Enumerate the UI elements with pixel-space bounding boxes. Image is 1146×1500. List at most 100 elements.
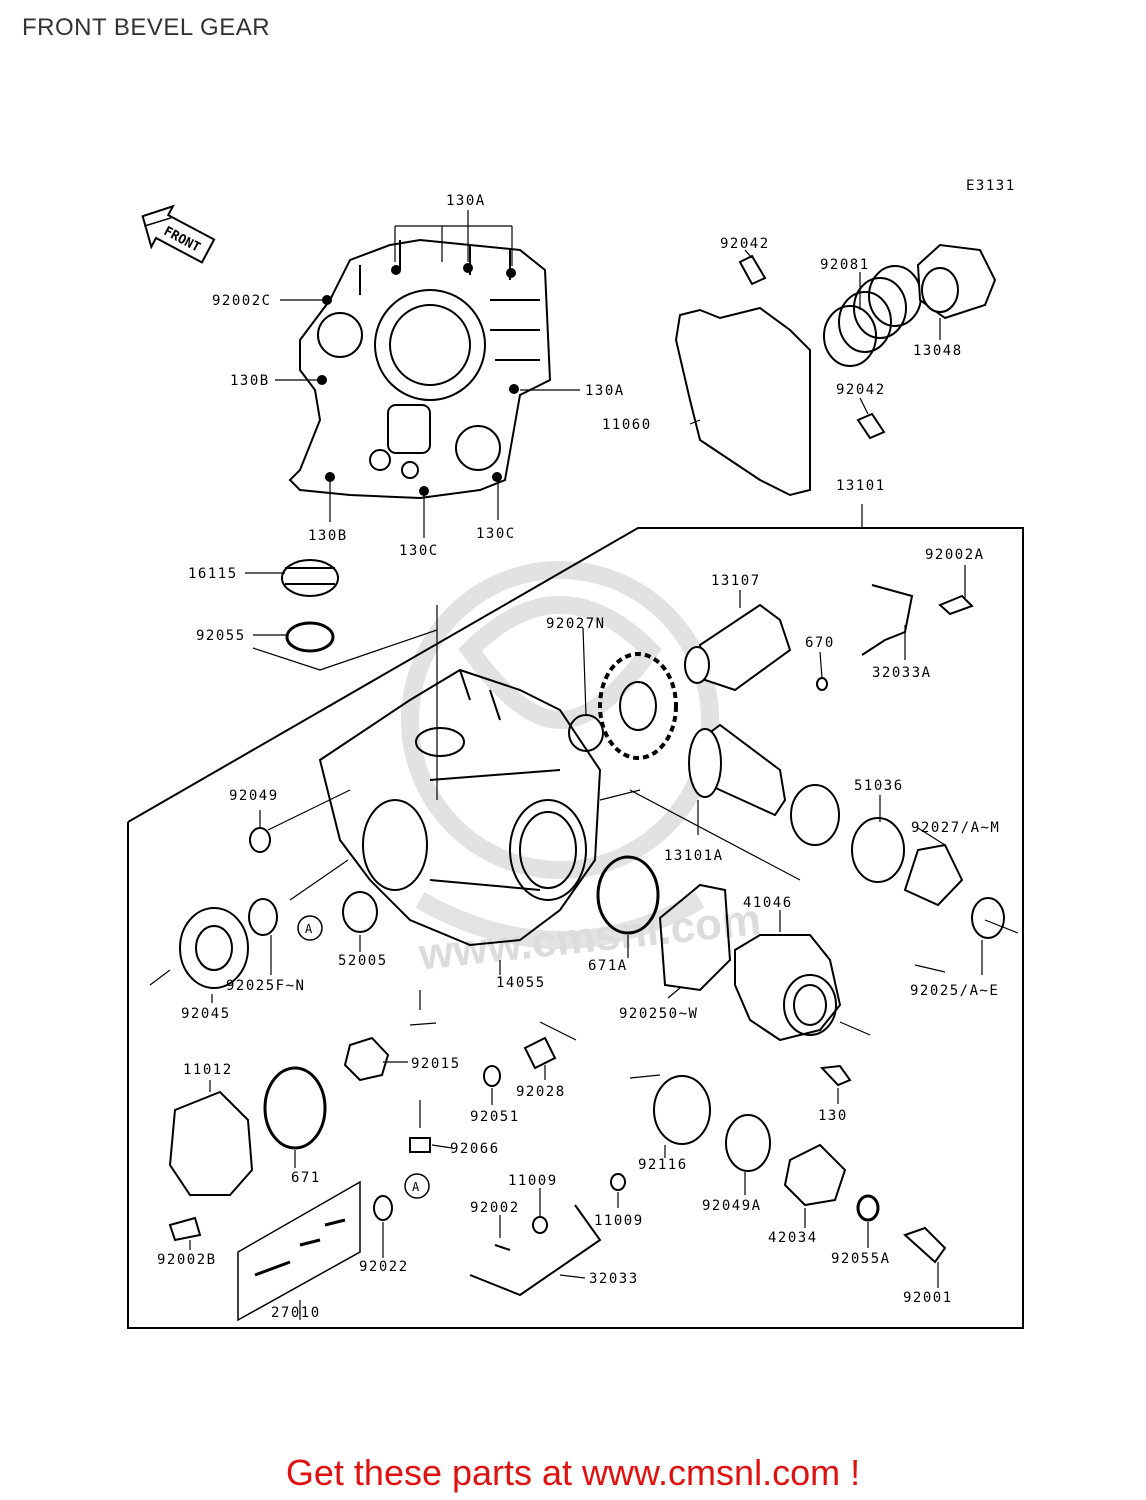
- part-labels: 130A 92002C 130B 130A 130B 130C 130C 920…: [157, 193, 1000, 1321]
- o-ring-92055: [285, 621, 335, 653]
- dowel-pin-92042-lower: [856, 412, 886, 440]
- part-label: 92051: [470, 1109, 520, 1125]
- part-label: 92002: [470, 1200, 520, 1216]
- spring-92081: [823, 265, 922, 367]
- collar: [903, 843, 964, 907]
- part-label: 92025F~N: [226, 978, 305, 994]
- nut-92015: [343, 1036, 390, 1082]
- dowel-pin-92042-upper: [738, 254, 767, 286]
- part-label: 130A: [446, 193, 486, 209]
- part-label: 92015: [411, 1056, 461, 1072]
- part-label: 92066: [450, 1141, 500, 1157]
- output-shaft-13107: [684, 603, 792, 692]
- part-label: 920250~W: [619, 1006, 698, 1022]
- seal-92049: [249, 827, 271, 853]
- part-label: 92042: [836, 382, 886, 398]
- part-label: 92002B: [157, 1252, 217, 1268]
- part-label: 671A: [588, 958, 628, 974]
- bearing-92116: [653, 1075, 711, 1145]
- part-label: 92002A: [925, 547, 985, 563]
- part-label: 92055: [196, 628, 246, 644]
- callout-a-lower: A: [404, 1173, 430, 1199]
- part-label: 92027/A~M: [911, 820, 1000, 836]
- bearing-52005: [342, 891, 378, 933]
- coupling-42034: [783, 1143, 847, 1207]
- bolt-130: [819, 1064, 852, 1087]
- bearing-92045: [179, 907, 249, 989]
- leader-lines: [149, 210, 1019, 1320]
- part-label: 92025/A~E: [910, 983, 999, 999]
- part-label: 42034: [768, 1230, 818, 1246]
- o-ring-670: [816, 677, 828, 691]
- cover-bolt-holes: [317, 263, 519, 496]
- part-label: 11009: [508, 1173, 558, 1189]
- bearing-92045-inner: [195, 925, 233, 971]
- part-label: 13101: [836, 478, 886, 494]
- callout-a-lower-letter: A: [412, 1180, 420, 1194]
- part-label: 92045: [181, 1006, 231, 1022]
- part-label: 670: [805, 635, 835, 651]
- callout-a-upper: A: [297, 915, 323, 941]
- o-ring-671: [263, 1066, 327, 1150]
- part-label: 671: [291, 1170, 321, 1186]
- page-title: FRONT BEVEL GEAR: [22, 14, 271, 41]
- seal-92049a: [725, 1114, 771, 1172]
- o-ring-92055a: [856, 1194, 880, 1222]
- part-label: 130C: [399, 543, 439, 559]
- part-label: 92081: [820, 257, 870, 273]
- part-label: 14055: [496, 975, 546, 991]
- part-label: 51036: [854, 778, 904, 794]
- gasket-11060: [674, 306, 811, 497]
- sensor-kit-27010: [237, 1180, 361, 1322]
- cam-13048: [916, 243, 997, 320]
- part-label: 130: [818, 1108, 848, 1124]
- bearing-51036: [790, 784, 840, 846]
- pin-92028: [523, 1036, 557, 1070]
- part-label: 92055A: [831, 1251, 891, 1267]
- pin-92066: [409, 1137, 431, 1153]
- part-label: 130B: [308, 528, 348, 544]
- part-label: 92027N: [546, 616, 606, 632]
- bolt-92001: [903, 1226, 947, 1264]
- part-label: 130A: [585, 383, 625, 399]
- part-label: 130B: [230, 373, 270, 389]
- part-label: 13107: [711, 573, 761, 589]
- part-label: 130C: [476, 526, 516, 542]
- part-label: 11060: [602, 417, 652, 433]
- shim-92027am: [851, 817, 905, 883]
- part-label: 27010: [271, 1305, 321, 1321]
- assembly-frame: [127, 527, 1024, 1329]
- part-label: 92042: [720, 236, 770, 252]
- bevel-gear-13101a: [688, 723, 787, 817]
- part-label: 92028: [516, 1084, 566, 1100]
- washer-11009-left: [532, 1216, 548, 1234]
- shim-920250w: [658, 883, 732, 992]
- part-label: 92049: [229, 788, 279, 804]
- washer-92051: [483, 1065, 501, 1087]
- part-label: 13101A: [664, 848, 724, 864]
- watermark-logo: [401, 561, 719, 949]
- part-label: 52005: [338, 953, 388, 969]
- seal-92025fn: [248, 898, 278, 936]
- gear-case-14055: [318, 668, 602, 947]
- sensor-probe: [254, 1218, 346, 1277]
- shim-92025ae: [971, 897, 1005, 939]
- gear-disc: [598, 652, 678, 760]
- footer-cta-link[interactable]: Get these parts at www.cmsnl.com !: [285, 1452, 861, 1493]
- part-label: 32033: [589, 1271, 639, 1287]
- filler-cap-16115: [281, 559, 339, 597]
- oil-pipe-32033: [469, 1204, 602, 1297]
- callout-a-upper-letter: A: [305, 922, 313, 936]
- bolt-92002a: [938, 594, 974, 616]
- housing-41046: [734, 934, 842, 1042]
- bolt-92002b: [168, 1216, 202, 1242]
- part-label: 11012: [183, 1062, 233, 1078]
- cover-11012: [168, 1090, 254, 1196]
- part-label: 13048: [913, 343, 963, 359]
- part-label: 11009: [594, 1213, 644, 1229]
- part-label: 92002C: [212, 293, 272, 309]
- part-label: 92049A: [702, 1198, 762, 1214]
- part-label: 92116: [638, 1157, 688, 1173]
- part-label: 92001: [903, 1290, 953, 1306]
